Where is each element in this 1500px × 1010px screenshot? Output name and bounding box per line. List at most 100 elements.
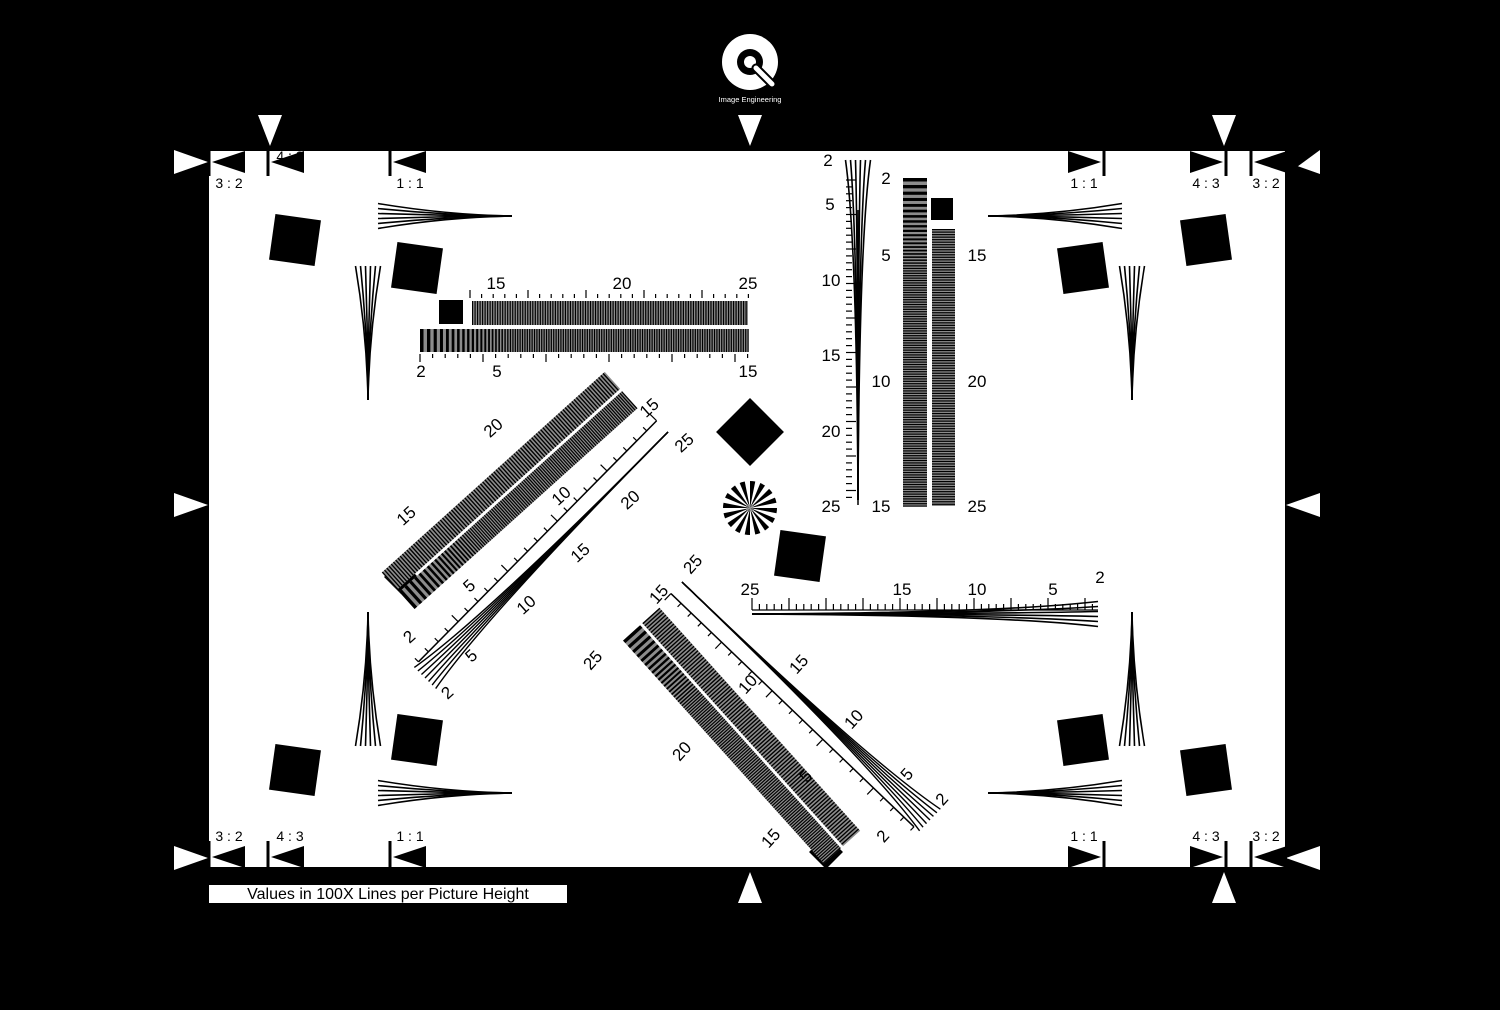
bar-line (789, 809, 808, 827)
bar-line (796, 779, 815, 796)
bar-line (776, 795, 795, 812)
bar-line (833, 819, 852, 836)
bar-group-vertical-left (903, 178, 927, 507)
scale-label-horizontal-wedge: 25 (741, 580, 760, 599)
bar-line (649, 329, 651, 352)
bar-line (543, 329, 545, 352)
bar-line (608, 329, 610, 352)
bar-line (903, 373, 927, 375)
corner-wedge (1118, 611, 1146, 747)
bar-line (903, 220, 927, 223)
bar-line (575, 397, 593, 416)
bar-line (747, 763, 766, 780)
bar-line (740, 301, 742, 325)
bar-line (903, 313, 927, 315)
bar-line (932, 440, 955, 442)
bar-line (932, 322, 955, 324)
bar-line (932, 415, 955, 417)
bar-line (549, 455, 567, 474)
bar-line (605, 329, 608, 352)
bar-line (437, 555, 455, 575)
bar-line (689, 329, 692, 352)
bar-group-diagonal-lower (623, 607, 861, 864)
bar-line (457, 538, 474, 557)
bar-line (533, 435, 550, 454)
bar-line (903, 452, 927, 454)
bar-line (903, 371, 927, 373)
bar-line (480, 518, 497, 536)
bar-line (903, 395, 927, 397)
star-sector (750, 508, 761, 535)
bar-line (650, 301, 652, 325)
bar-line (839, 826, 858, 843)
bar-line (482, 301, 484, 325)
scale-tick (727, 651, 733, 656)
bar-line (528, 474, 545, 493)
bar-line (515, 451, 532, 470)
bar-line (625, 329, 627, 352)
bar-line (571, 436, 588, 455)
bar-line (784, 804, 803, 821)
bar-line (499, 465, 517, 484)
bar-line (932, 324, 955, 326)
wedge-line (987, 215, 1123, 230)
bar-line (580, 428, 597, 447)
bar-line (692, 702, 711, 719)
bar-line (790, 811, 809, 828)
bar-line (580, 392, 597, 411)
bar-line (610, 329, 612, 352)
bar-line (932, 239, 955, 241)
bar-line (745, 761, 764, 778)
bar-line (577, 394, 595, 414)
scale-tick (563, 507, 568, 512)
bar-line (707, 718, 726, 736)
bar-line (932, 423, 955, 425)
scale-tick (434, 637, 439, 643)
bar-line (699, 709, 718, 727)
scale-label-horizontal-wedge: 2 (1095, 568, 1104, 587)
bar-line (526, 329, 528, 352)
scale-tick (583, 487, 588, 492)
bar-line (903, 294, 927, 296)
bar-line (746, 723, 765, 741)
marker-left-triangle (174, 846, 208, 870)
star-sector (750, 483, 766, 508)
bar-line (648, 614, 667, 631)
bar-line (732, 708, 751, 725)
bar-line (601, 329, 603, 352)
bar-line (932, 478, 955, 480)
bar-line (384, 569, 401, 588)
ratio-label-top-left-4-3: 4 : 3 (276, 148, 303, 164)
ratio-label-top-right-4-3: 4 : 3 (1192, 175, 1219, 191)
bar-line (903, 256, 927, 258)
bar-line (537, 431, 555, 450)
bar-line (504, 329, 506, 352)
bar-line (424, 533, 441, 552)
bar-line (903, 259, 927, 261)
bar-line (685, 301, 687, 325)
bar-line (535, 433, 553, 452)
bar-line (932, 458, 955, 460)
scale-tick (839, 758, 844, 763)
bar-line (592, 301, 594, 325)
frame-corner-triangle (1254, 151, 1287, 173)
bar-line (453, 507, 470, 526)
bar-line (505, 495, 522, 514)
bar-line (903, 203, 927, 207)
bar-line (903, 363, 927, 366)
bar-line (644, 610, 663, 627)
bar-line (559, 301, 561, 325)
scale-tick (737, 661, 743, 666)
bar-line (586, 386, 604, 405)
frame-corner-triangle (271, 846, 304, 868)
bar-line (684, 654, 703, 672)
bar-line (758, 737, 777, 754)
bar-line (399, 589, 418, 609)
bar-line (578, 429, 595, 448)
bar-line (932, 229, 955, 231)
bar-line (749, 765, 767, 782)
bar-line (627, 301, 629, 325)
bar-line (507, 493, 524, 512)
bar-line (451, 329, 455, 352)
bar-line (829, 815, 848, 832)
